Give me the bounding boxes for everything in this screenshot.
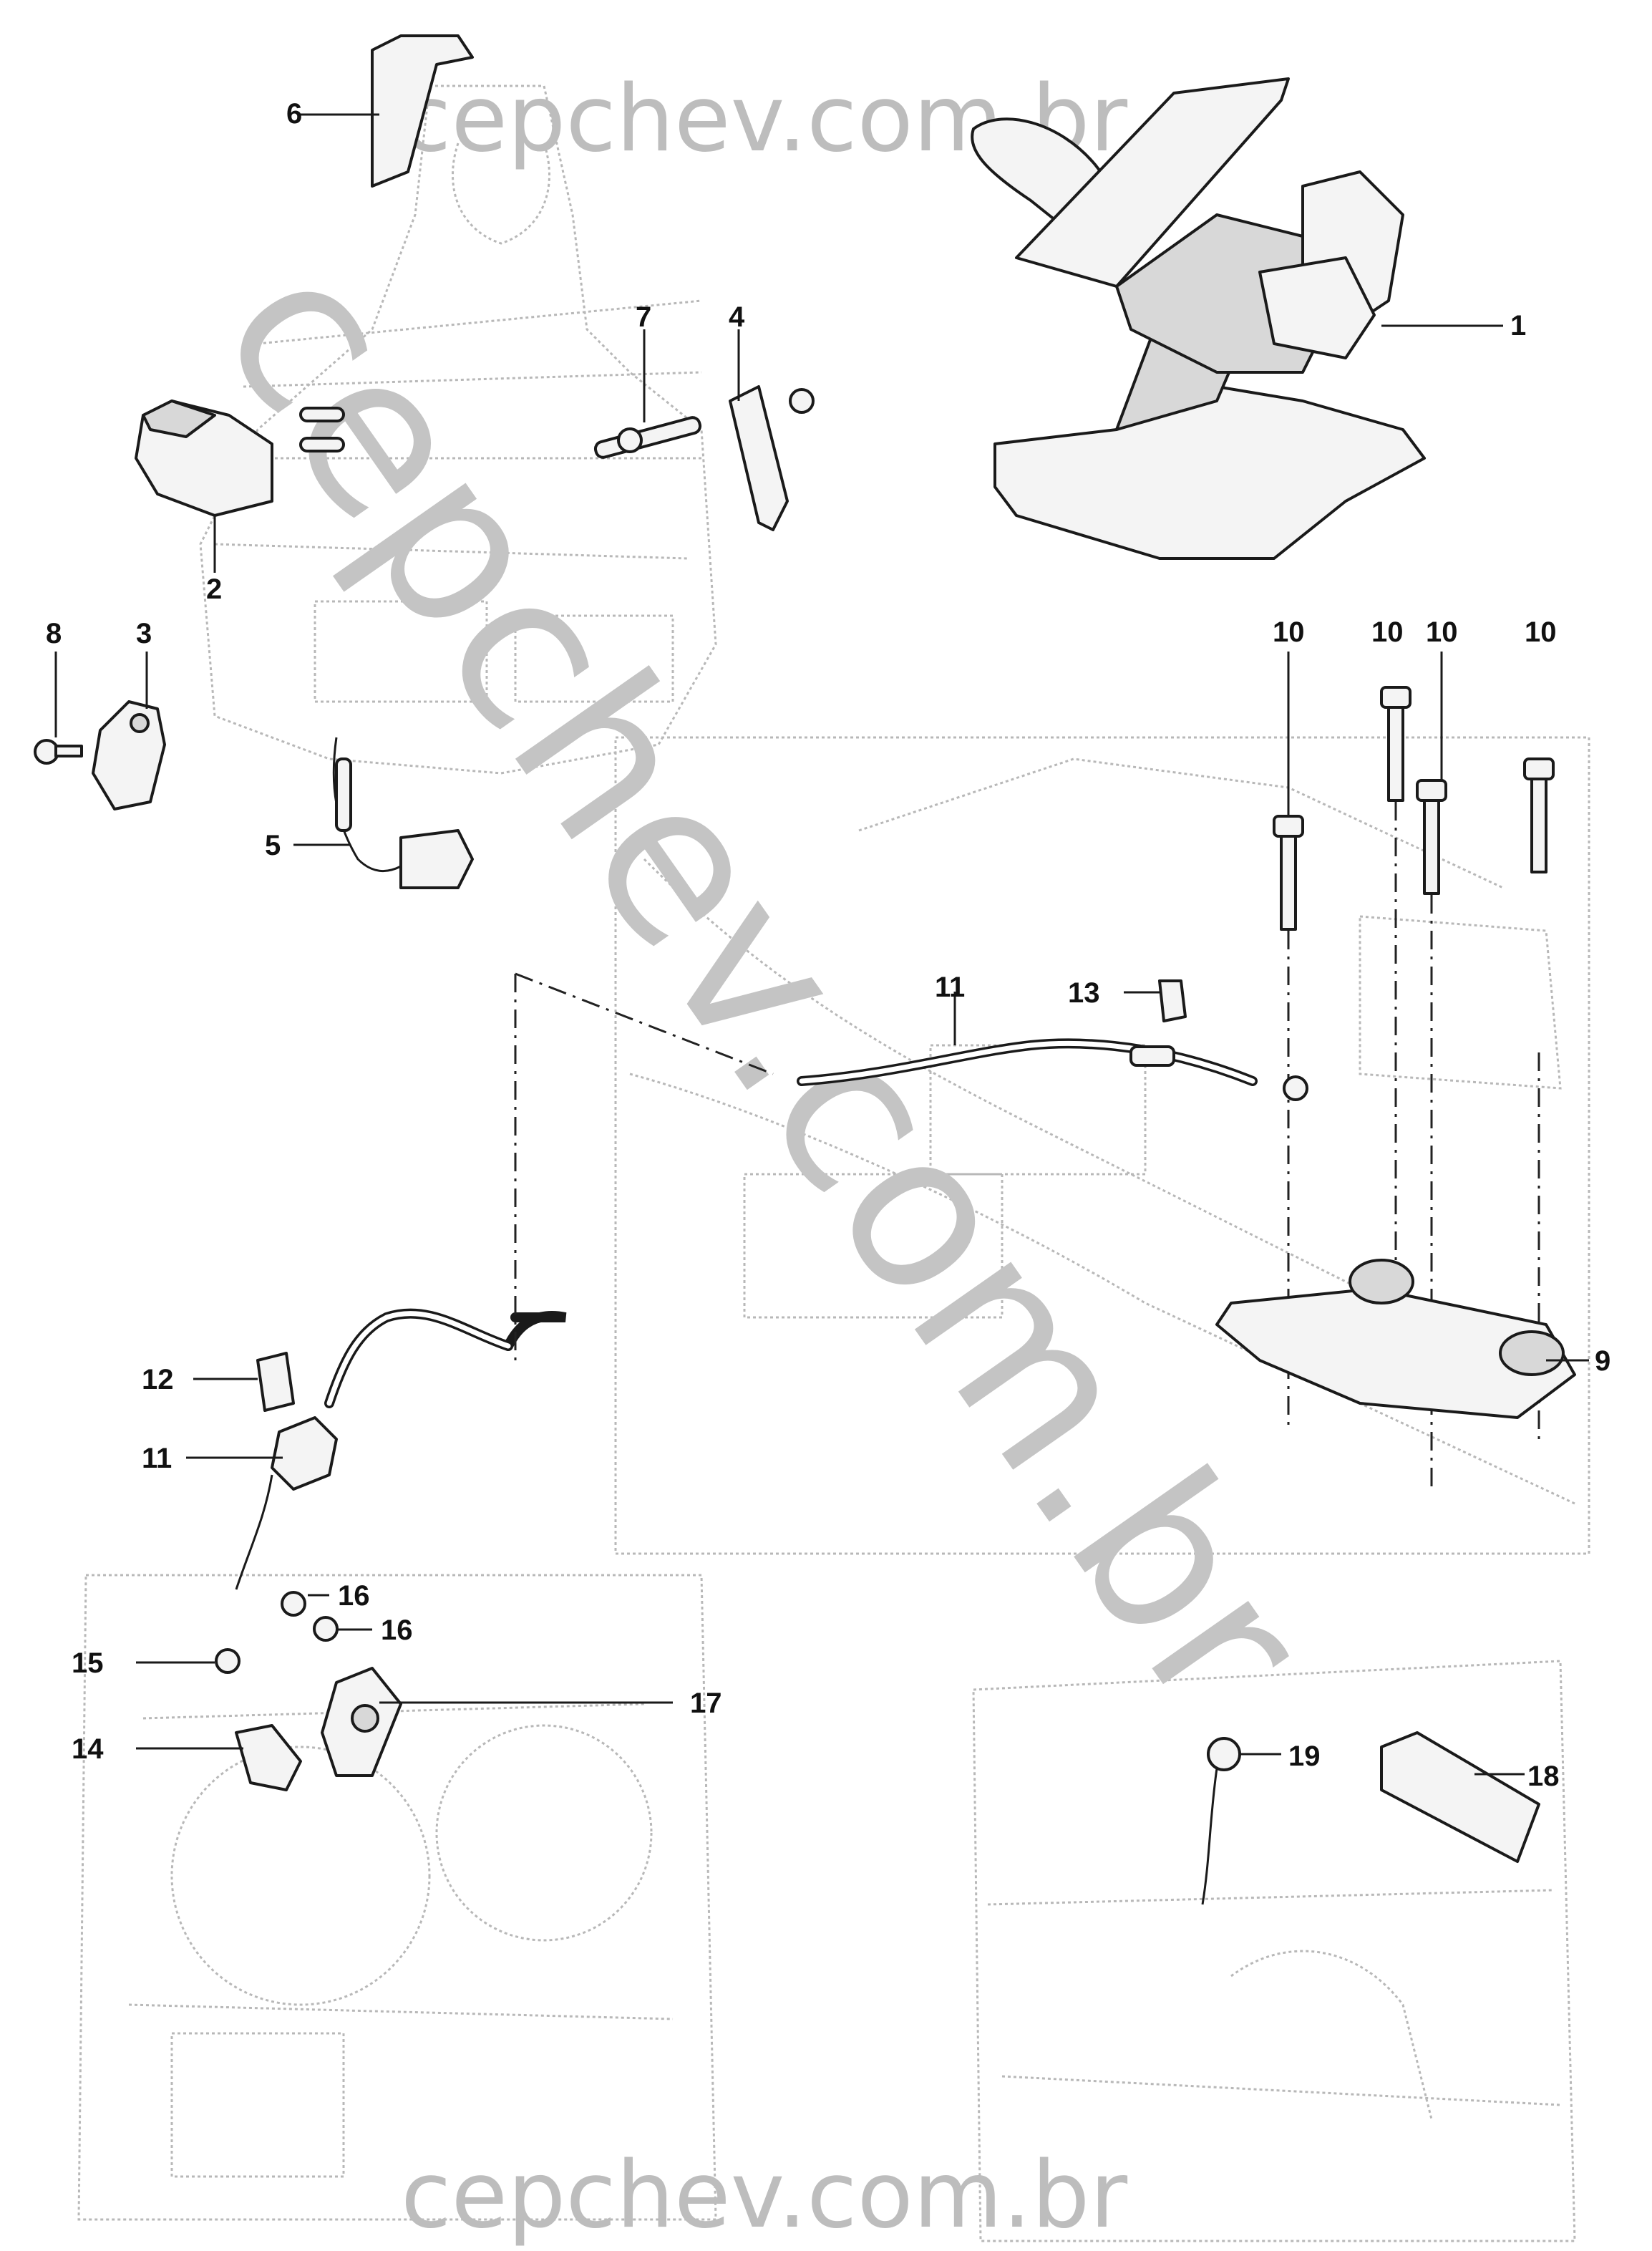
callout-1: 1 [1510, 310, 1526, 342]
part-8-screw [34, 652, 83, 765]
part-3-sensor [92, 652, 166, 810]
part-2-switch [135, 400, 345, 573]
bolt-c [1416, 652, 1447, 1489]
part-16-screws [281, 1591, 372, 1642]
callout-4: 4 [729, 301, 745, 333]
part-1-shifter-assembly [971, 77, 1503, 560]
callout-7: 7 [636, 301, 651, 333]
callout-9: 9 [1595, 1345, 1610, 1377]
callout-2: 2 [206, 573, 222, 605]
bolt-a [1273, 652, 1304, 1432]
callout-18: 18 [1527, 1761, 1560, 1792]
callout-13: 13 [1068, 977, 1100, 1009]
callout-16b: 16 [381, 1615, 413, 1646]
callout-6: 6 [286, 98, 302, 130]
part-13-retainer [1124, 979, 1187, 1022]
callout-5: 5 [265, 830, 281, 861]
part-15-nut [136, 1648, 240, 1674]
part-17-lever [321, 1667, 673, 1777]
callout-11a: 11 [935, 972, 965, 1003]
callout-16a: 16 [338, 1580, 370, 1612]
ghost-console [972, 1660, 1576, 2242]
callout-19: 19 [1288, 1741, 1321, 1772]
callout-labels: 1 2 3 4 5 6 7 8 9 10 10 10 10 11 11 12 1… [46, 98, 1610, 1792]
callout-15: 15 [72, 1647, 104, 1679]
ghost-transmission [77, 1574, 717, 2221]
part-11-cable [186, 972, 1308, 1590]
part-9-base-plate [1215, 1259, 1589, 1419]
ghost-shifter-housing [199, 84, 717, 775]
bolt-b [1380, 686, 1412, 1289]
callout-10d: 10 [1525, 616, 1557, 648]
callout-10a: 10 [1273, 616, 1305, 648]
part-5-harness [293, 737, 474, 889]
part-19-connector [1201, 1737, 1281, 1905]
callout-10c: 10 [1426, 616, 1458, 648]
callout-12: 12 [142, 1364, 174, 1395]
callout-3: 3 [136, 618, 152, 649]
part-14-bracket [136, 1724, 302, 1791]
part-4-bracket [729, 329, 815, 531]
callout-10b: 10 [1371, 616, 1404, 648]
part-6-cover [301, 34, 474, 188]
callout-8: 8 [46, 618, 62, 649]
part-18-switch-module [1380, 1731, 1540, 1863]
callout-11b: 11 [142, 1443, 172, 1474]
part-7-pin [593, 329, 702, 459]
watermark-bottom: cepchev.com.br [401, 2142, 1127, 2249]
part-12-clip [193, 1352, 295, 1412]
callout-17: 17 [690, 1688, 722, 1719]
callout-14: 14 [72, 1733, 104, 1765]
